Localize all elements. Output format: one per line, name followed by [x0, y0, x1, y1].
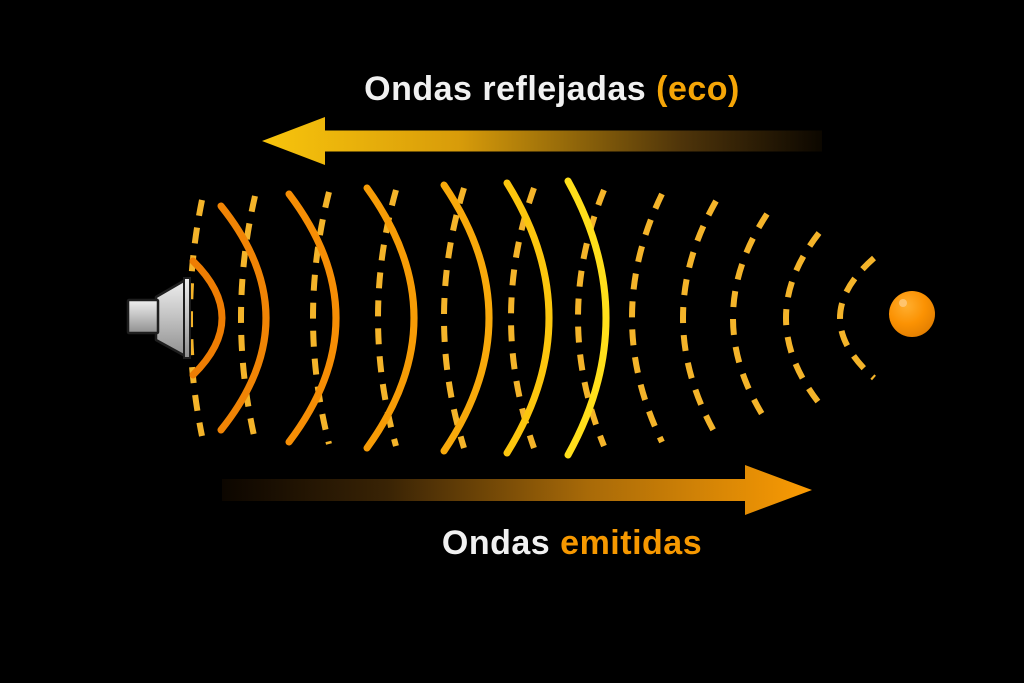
reflected-waves-caption: Ondas reflejadas (eco)	[364, 70, 740, 109]
reflected-wave-arc	[629, 192, 665, 444]
reflected-wave-arc	[837, 255, 876, 381]
reflected-waves-caption-accent: (eco)	[656, 70, 740, 108]
reflected-wave-arc	[783, 231, 822, 405]
emitted-wave-arc	[564, 177, 610, 459]
emitted-waves-caption-white: Ondas	[441, 524, 551, 562]
target-ball	[889, 291, 935, 337]
emitted-wave-arc	[285, 190, 340, 446]
reflected-wave-arc	[680, 199, 719, 437]
target-ball-body	[889, 291, 935, 337]
emitted-wave-arc	[189, 257, 226, 379]
reflected-wave-arc	[441, 187, 467, 449]
speaker-driver-box	[126, 298, 160, 335]
emitted-wave-arc	[217, 202, 270, 434]
reflected-wave-arc	[575, 188, 607, 448]
reflected-waves-caption-white: Ondas reflejadas	[364, 70, 647, 108]
emitted-waves-caption-accent: emitidas	[560, 524, 703, 562]
speaker-cone	[154, 277, 189, 359]
reflected-wave-arc	[187, 199, 205, 437]
target-ball-highlight	[899, 299, 907, 307]
reflected-wave-arc	[238, 195, 258, 441]
echo-arrow-left-icon	[262, 117, 822, 165]
reflected-wave-arc	[730, 212, 770, 424]
emitted-wave-arc	[363, 184, 418, 452]
reflected-wave-arc	[310, 191, 332, 445]
speaker-rim	[183, 277, 191, 359]
emitted-wave-arc	[440, 181, 493, 455]
emitted-wave-arcs	[189, 177, 610, 459]
emitted-waves-caption: Ondas emitidas	[442, 524, 702, 563]
emitted-arrow-right-icon	[222, 465, 812, 515]
speaker-icon	[126, 277, 191, 359]
emitted-wave-arc	[503, 179, 553, 457]
